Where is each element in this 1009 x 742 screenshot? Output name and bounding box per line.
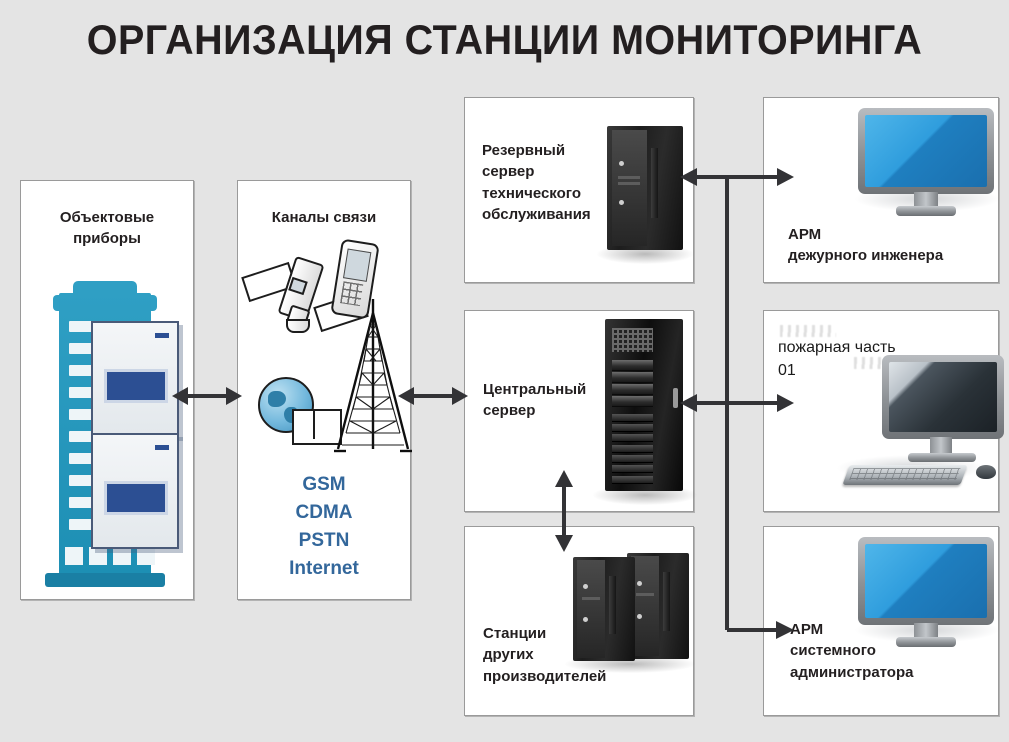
globe-internet-icon	[242, 229, 372, 445]
satellite-icon	[241, 253, 369, 345]
rack-server-icon	[593, 319, 697, 505]
panel-fire-department[interactable]: пожарная часть 01	[763, 310, 1004, 512]
desktop-computer-icon	[830, 355, 1006, 505]
panel-fire-department-label: пожарная часть 01	[778, 339, 896, 379]
radio-tower-icon	[330, 299, 416, 459]
panel-objects-label: Объектовые приборы	[59, 209, 155, 248]
protocol-pstn: PSTN	[298, 530, 350, 551]
panel-channels-label: Каналы связи	[271, 209, 377, 226]
building-rack-devices-icon	[21, 181, 195, 601]
panel-central-server[interactable]: Центральный сервер	[464, 310, 697, 512]
page-title: ОРГАНИЗАЦИЯ СТАНЦИИ МОНИТОРИНГА	[86, 16, 923, 63]
panel-engineer-workstation[interactable]: АРМ дежурного инженера	[763, 97, 1000, 283]
server-tower-icon	[597, 126, 693, 264]
panel-channels[interactable]: Каналы связи	[237, 180, 412, 600]
panel-objects[interactable]: Объектовые приборы	[20, 180, 194, 600]
panel-backup-server-label: Резервный сервер технического обслуживан…	[482, 142, 591, 223]
protocol-gsm: GSM	[302, 474, 346, 495]
monitor-blue-icon	[854, 108, 1000, 218]
panel-other-stations[interactable]: Станции других производителей	[464, 526, 695, 716]
protocol-cdma: CDMA	[295, 502, 353, 523]
panel-other-stations-label: Станции других производителей	[483, 625, 607, 685]
monitor-blue-icon	[854, 537, 1000, 649]
panel-sysadmin-workstation-label: АРМ системного администратора	[790, 621, 914, 681]
panel-engineer-workstation-label: АРМ дежурного инженера	[788, 226, 944, 265]
panel-central-server-label: Центральный сервер	[483, 381, 587, 420]
panel-sysadmin-workstation[interactable]: АРМ системного администратора	[763, 526, 1000, 716]
panel-backup-server[interactable]: Резервный сервер технического обслуживан…	[464, 97, 694, 283]
dual-server-tower-icon	[565, 551, 695, 675]
protocol-internet: Internet	[289, 558, 359, 579]
